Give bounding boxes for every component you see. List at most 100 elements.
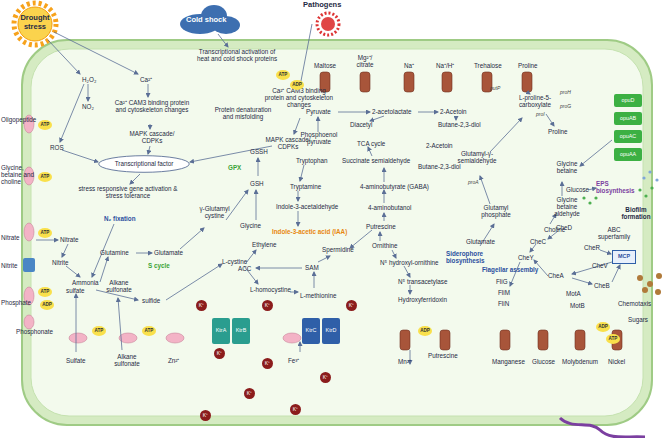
pathway-arrow xyxy=(384,213,385,221)
text-label: Nitrate xyxy=(1,234,20,241)
text-label: GSH xyxy=(250,180,264,187)
text-label: Alkane sulfonate xyxy=(108,353,146,367)
text-label: N⁵ transacetylase xyxy=(398,278,448,285)
text-label: ACC xyxy=(238,265,251,272)
ion-marker: K⁺ xyxy=(290,404,301,415)
pathway-arrow xyxy=(404,266,410,277)
ion-marker: K⁺ xyxy=(244,388,255,399)
transporter-box: opuAC xyxy=(614,130,642,143)
text-label: Na⁺/H⁺ xyxy=(436,62,454,69)
text-label: Diacetyl xyxy=(350,121,372,128)
text-label: Sulfate xyxy=(66,357,86,364)
pathway-arrow xyxy=(546,114,554,126)
text-label: Zn²⁺ xyxy=(168,357,179,364)
text-label: CheC xyxy=(530,238,546,245)
text-label: MotA xyxy=(566,290,581,297)
text-label: Oligopeptide xyxy=(1,116,36,123)
energy-badge: ATP xyxy=(142,326,156,336)
pathway-arrow xyxy=(456,116,457,120)
text-label: Pyruvate xyxy=(306,108,331,115)
text-label: Maltose xyxy=(314,62,336,69)
text-label: Proline xyxy=(548,128,568,135)
factor-oval: Transcriptional factor xyxy=(98,155,190,173)
text-label: γ-Glutamyl cystine xyxy=(192,205,237,219)
text-label: putP xyxy=(490,86,500,92)
text-label: Ca²⁺ xyxy=(140,76,152,83)
pathway-arrow xyxy=(62,150,98,162)
transporter-box: KtrB xyxy=(232,318,250,344)
text-label: Siderophore biosynthesis xyxy=(446,250,496,264)
pathway-arrow xyxy=(166,264,222,300)
pathway-arrow xyxy=(100,257,108,282)
text-label: CheD xyxy=(556,224,572,231)
text-label: Ethylene xyxy=(252,241,277,248)
pathway-arrow xyxy=(136,253,152,254)
pathway-arrow xyxy=(392,250,396,258)
pathway-arrow xyxy=(294,118,300,134)
node-text: opuAB xyxy=(620,116,636,122)
pathway-arrow xyxy=(300,24,312,86)
pathway-arrow xyxy=(490,118,522,152)
pathway-arrow xyxy=(48,40,80,74)
text-label: Butane-2,3-diol xyxy=(438,121,481,128)
text-label: Ca²⁺ CAM3 binding protein and cytoskelet… xyxy=(112,99,192,113)
text-label: Transcriptional activation of heat and c… xyxy=(196,48,278,62)
text-label: Ca²⁺ CAM3 binding protein and cytoskelet… xyxy=(262,87,336,109)
ion-marker: K⁺ xyxy=(196,300,207,311)
pathway-arrow xyxy=(480,176,490,204)
node-text: KtrB xyxy=(236,328,246,334)
energy-badge: ADP xyxy=(596,322,610,332)
text-label: Ammonia xyxy=(72,279,99,286)
energy-badge: ATP xyxy=(38,120,52,130)
text-label: Indole-3-acetic acid (IAA) xyxy=(272,228,347,235)
pathway-arrow xyxy=(148,146,150,154)
pathway-arrow xyxy=(298,191,299,201)
pathway-arrow xyxy=(246,250,256,263)
text-label: MotB xyxy=(570,302,585,309)
text-label: GPX xyxy=(228,164,241,171)
pathway-arrow xyxy=(298,211,299,226)
text-label: Phosphoenol pyruvate xyxy=(298,131,340,145)
text-label: Glutamate xyxy=(466,238,495,245)
energy-badge: ATP xyxy=(38,172,52,182)
text-label: L-cystine xyxy=(222,258,247,265)
text-label: Glycine, betaine and choline xyxy=(1,164,41,186)
text-label: proA xyxy=(468,180,479,186)
pathway-arrow xyxy=(54,32,138,74)
text-label: FliN xyxy=(498,300,509,307)
pathway-arrow xyxy=(76,294,77,352)
pathway-arrow xyxy=(527,92,530,94)
text-label: Glutamate xyxy=(154,249,183,256)
pathway-arrow xyxy=(384,190,385,203)
text-label: Sugars xyxy=(628,316,648,323)
pathway-arrow xyxy=(588,188,596,190)
energy-badge: ADP xyxy=(40,300,54,310)
text-label: Indole-3-acetaldehyde xyxy=(276,203,338,210)
text-label: Manganese xyxy=(492,358,525,365)
text-label: Mn²⁺ xyxy=(398,358,411,365)
text-label: Phosphate xyxy=(1,299,31,306)
pathway-arrow xyxy=(66,266,80,277)
pathway-arrow xyxy=(148,84,149,97)
text-label: GSSH xyxy=(250,148,268,155)
energy-badge: ADP xyxy=(290,80,304,90)
ion-marker: K⁺ xyxy=(262,358,273,369)
pathway-arrow xyxy=(300,342,301,352)
text-label: Glucose xyxy=(566,186,589,193)
node-text: MCP xyxy=(618,254,630,260)
ion-marker: K⁺ xyxy=(200,410,211,421)
text-label: Glutamyl-γ-semialdehyde xyxy=(456,150,498,164)
text-label: ROS xyxy=(50,144,64,151)
text-label: Trehalose xyxy=(474,62,502,69)
transporter-box: KtrC xyxy=(302,318,320,344)
pathway-arrow xyxy=(612,265,620,282)
text-label: Nitrite xyxy=(52,259,68,266)
transporter-box: opuAA xyxy=(614,148,642,161)
stress-heading: Cold shock xyxy=(186,16,226,25)
text-label: 2-Acetoin xyxy=(440,108,467,115)
energy-badge: ATP xyxy=(276,70,290,80)
text-label: Putrescine xyxy=(366,223,396,230)
pathway-arrow xyxy=(62,244,68,257)
pathway-arrow xyxy=(130,174,140,184)
